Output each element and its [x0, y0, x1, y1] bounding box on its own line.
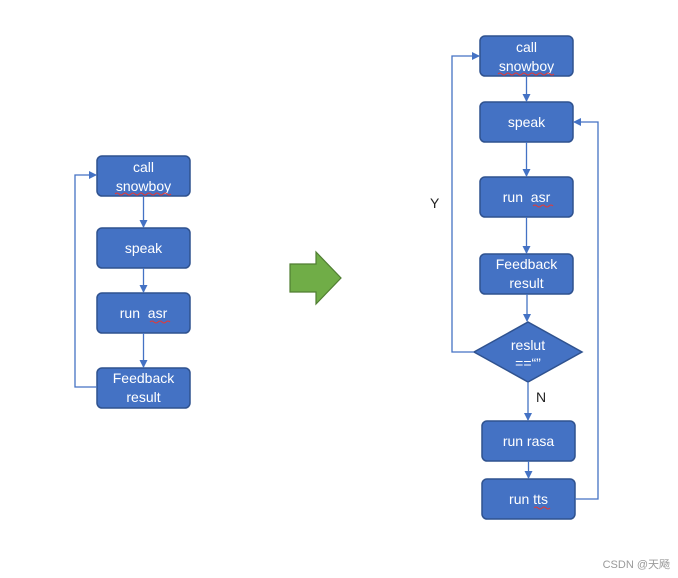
spellcheck-underline	[149, 320, 171, 324]
right-node-decision: reslut ==“”	[472, 321, 584, 383]
label-yes: Y	[430, 195, 440, 211]
spellcheck-underline	[532, 204, 554, 208]
svg-text:run tts: run tts	[509, 491, 548, 507]
svg-text:speak: speak	[125, 240, 163, 256]
watermark: CSDN @天飏	[602, 559, 670, 571]
left-edge-loop-back	[74, 171, 97, 388]
left-node-speak: speak	[96, 227, 191, 269]
left-node-feedback-result: Feedback result	[96, 367, 191, 409]
left-node-call-snowboy: call snowboy	[96, 155, 191, 197]
right-node-run-tts: run tts	[481, 478, 576, 520]
svg-text:result: result	[509, 275, 543, 291]
right-node-run-asr: run asr	[479, 176, 574, 218]
right-edge-tts-loop	[573, 118, 599, 500]
svg-text:run rasa: run rasa	[503, 433, 555, 449]
svg-text:call: call	[516, 39, 537, 55]
svg-text:run asr: run asr	[120, 305, 168, 321]
right-node-run-rasa: run rasa	[481, 420, 576, 462]
svg-text:Feedback: Feedback	[113, 370, 175, 386]
svg-text:==“”: ==“”	[515, 355, 541, 371]
svg-text:run asr: run asr	[503, 189, 551, 205]
spellcheck-underline	[114, 192, 172, 196]
right-arrow-icon	[289, 250, 342, 306]
right-node-feedback-result: Feedback result	[479, 253, 574, 295]
spellcheck-underline	[497, 72, 555, 76]
svg-text:snowboy: snowboy	[116, 178, 171, 194]
svg-text:speak: speak	[508, 114, 546, 130]
right-edge-yes-loop	[451, 52, 480, 353]
right-node-speak: speak	[479, 101, 574, 143]
label-no: N	[536, 389, 546, 405]
svg-text:call: call	[133, 159, 154, 175]
right-node-call-snowboy: call snowboy	[479, 35, 574, 77]
svg-text:Feedback: Feedback	[496, 256, 558, 272]
svg-text:snowboy: snowboy	[499, 58, 554, 74]
svg-text:reslut: reslut	[511, 337, 545, 353]
svg-text:result: result	[126, 389, 160, 405]
left-node-run-asr: run asr	[96, 292, 191, 334]
spellcheck-underline	[533, 506, 551, 510]
